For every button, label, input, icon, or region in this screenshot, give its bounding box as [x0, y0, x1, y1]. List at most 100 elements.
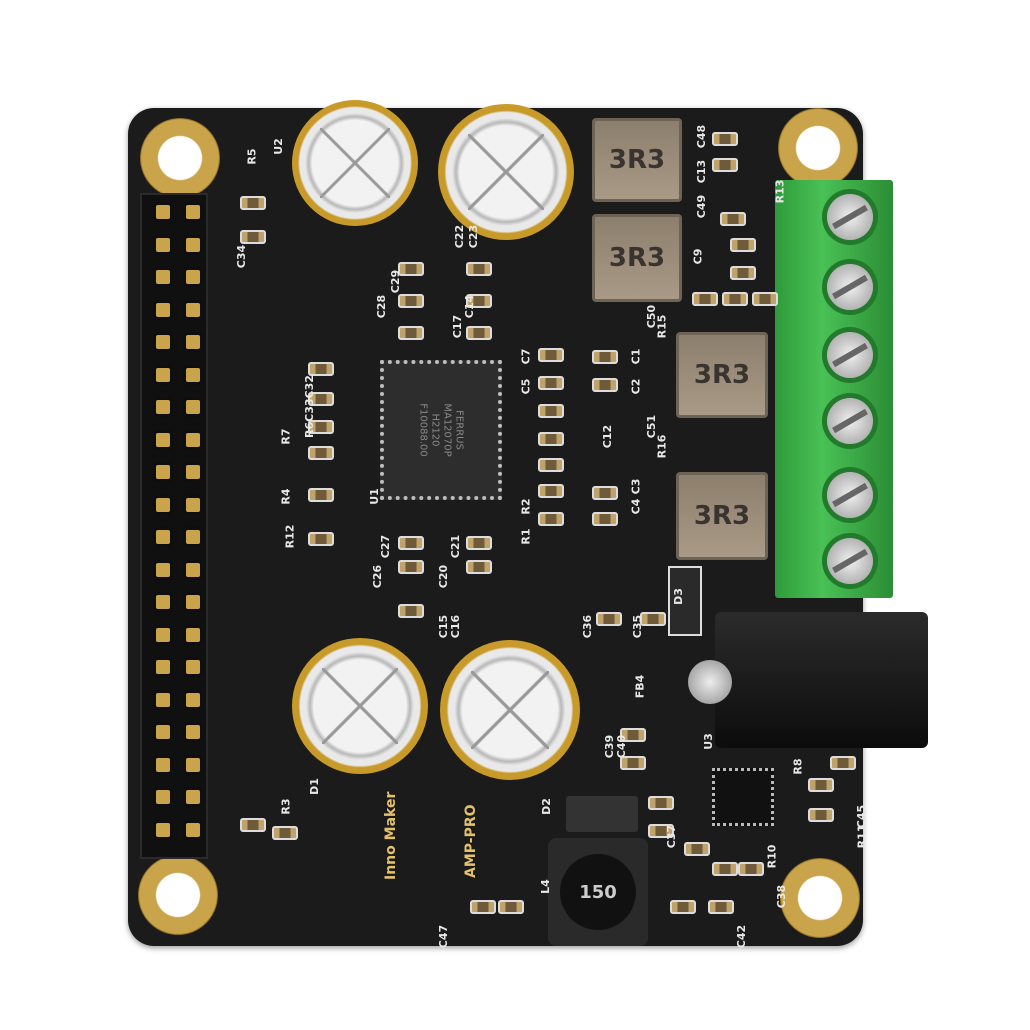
silkscreen-label: R11 — [855, 824, 869, 849]
silkscreen-label: R16 — [655, 434, 669, 459]
silkscreen-label: C3 — [629, 478, 643, 495]
header-pin — [156, 595, 170, 609]
silkscreen-label: C42 — [735, 924, 749, 949]
dc-power-jack[interactable] — [715, 612, 928, 748]
header-pin — [156, 432, 170, 447]
header-pin — [186, 302, 200, 317]
smd-component — [648, 824, 674, 838]
electrolytic-capacitor — [440, 640, 580, 780]
header-pin — [156, 757, 170, 772]
silkscreen-label: R2 — [519, 498, 533, 515]
smd-component — [466, 536, 492, 550]
regulator-chip — [712, 768, 774, 826]
header-pin — [186, 692, 200, 707]
smd-component — [738, 862, 764, 876]
header-pin — [156, 627, 170, 642]
header-pin — [186, 790, 200, 804]
header-pin — [186, 335, 200, 349]
smd-component — [538, 512, 564, 526]
header-pin — [156, 400, 170, 414]
smd-component — [398, 326, 424, 340]
silkscreen-label: U1 — [367, 488, 381, 505]
header-pin — [186, 270, 200, 284]
smd-component — [398, 262, 424, 276]
smd-component — [538, 376, 564, 390]
inductor: 3R3 — [592, 118, 682, 202]
diode — [668, 566, 702, 636]
mounting-hole — [778, 108, 858, 188]
smd-component — [592, 378, 618, 392]
silkscreen-label: C22 — [453, 224, 467, 249]
smd-component — [808, 778, 834, 792]
smd-component — [498, 900, 524, 914]
header-pin — [156, 205, 170, 219]
inductor: 3R3 — [676, 332, 768, 418]
header-pin — [186, 205, 200, 219]
screw-icon[interactable] — [827, 398, 873, 444]
header-pin — [186, 465, 200, 479]
smd-component — [720, 212, 746, 226]
smd-component — [308, 392, 334, 406]
silkscreen-label: C36 — [581, 614, 595, 639]
smd-component — [684, 842, 710, 856]
silkscreen-label: C1 — [629, 348, 643, 365]
header-pin — [156, 822, 170, 837]
header-pin — [186, 497, 200, 512]
silkscreen-label: R3 — [279, 798, 293, 815]
smd-component — [592, 486, 618, 500]
screw-icon[interactable] — [827, 332, 873, 378]
header-pin — [156, 725, 170, 739]
header-pin — [156, 465, 170, 479]
smd-component — [808, 808, 834, 822]
silkscreen-label: D3 — [671, 588, 685, 605]
silkscreen-label: C47 — [437, 924, 451, 949]
smd-component — [466, 326, 492, 340]
silkscreen-label: D1 — [307, 778, 321, 795]
silkscreen-label: C29 — [389, 269, 403, 294]
silkscreen-label: R6C33C32 — [302, 375, 316, 438]
smd-component — [730, 266, 756, 280]
smd-component — [640, 612, 666, 626]
smd-component — [272, 826, 298, 840]
smd-component — [712, 862, 738, 876]
smd-component — [398, 604, 424, 618]
mounting-hole — [780, 858, 860, 938]
screw-icon[interactable] — [827, 472, 873, 518]
header-pin — [186, 627, 200, 642]
speaker-terminal-block[interactable] — [775, 180, 893, 598]
smd-component — [308, 488, 334, 502]
smd-component — [596, 612, 622, 626]
silkscreen-label: C40 — [615, 734, 629, 759]
silkscreen-label: FB4 — [633, 674, 647, 699]
silkscreen-label: R8 — [791, 758, 805, 775]
smd-component — [592, 350, 618, 364]
silkscreen-label: C20 — [437, 564, 451, 589]
silkscreen-label: C35 — [631, 614, 645, 639]
silkscreen-label: R15 — [655, 314, 669, 339]
header-pin — [156, 497, 170, 512]
screw-icon[interactable] — [827, 194, 873, 240]
smd-component — [620, 756, 646, 770]
brand-label: Inno Maker — [383, 791, 399, 880]
model-label: AMP-PRO — [463, 804, 479, 878]
smd-component — [538, 484, 564, 498]
silkscreen-label: C2 — [629, 378, 643, 395]
inductor: 3R3 — [676, 472, 768, 560]
electrolytic-capacitor — [292, 638, 428, 774]
smd-component — [470, 900, 496, 914]
silkscreen-label: C38 — [775, 884, 789, 909]
silkscreen-label: R7 — [279, 428, 293, 445]
mounting-hole — [138, 855, 218, 935]
header-pin — [156, 530, 170, 544]
silkscreen-label: R10 — [765, 844, 779, 869]
smd-component — [308, 362, 334, 376]
screw-icon[interactable] — [827, 538, 873, 584]
smd-component — [592, 512, 618, 526]
smd-component — [466, 262, 492, 276]
smd-component — [830, 756, 856, 770]
smd-component — [308, 420, 334, 434]
silkscreen-label: C17 — [451, 314, 465, 339]
header-pin — [186, 757, 200, 772]
screw-icon[interactable] — [827, 264, 873, 310]
smd-component — [670, 900, 696, 914]
